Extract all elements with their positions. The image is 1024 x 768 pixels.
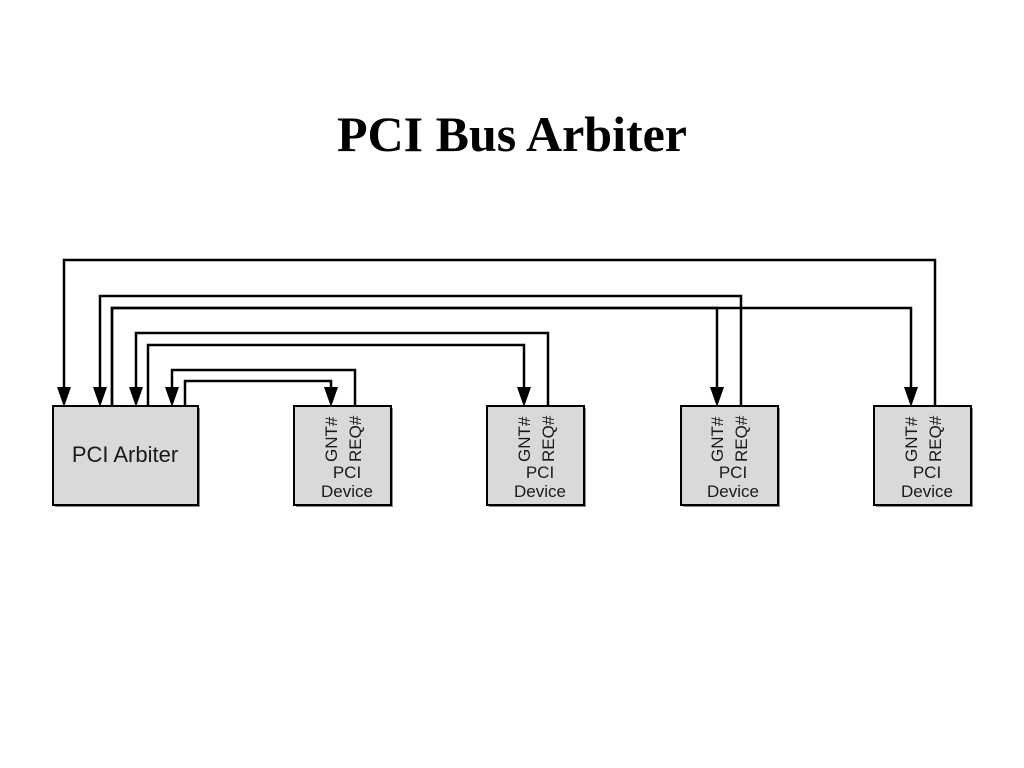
req-line-device-4 bbox=[62, 258, 937, 406]
gnt-signal-label: GNT# bbox=[322, 416, 341, 462]
arrowhead-req-device-2 bbox=[129, 387, 143, 407]
pci-arbiter-box bbox=[52, 405, 199, 506]
slide-title: PCI Bus Arbiter bbox=[337, 106, 687, 162]
pci-device-2: GNT# REQ# PCI Device bbox=[486, 405, 586, 507]
arrowhead-gnt-device-2 bbox=[517, 387, 531, 407]
pci-device-1: GNT# REQ# PCI Device bbox=[293, 405, 393, 507]
pci-arbiter-block: PCI Arbiter bbox=[52, 405, 200, 507]
pci-device-4: GNT# REQ# PCI Device bbox=[873, 405, 973, 507]
pci-device-label-line1: PCI bbox=[333, 463, 361, 482]
gnt-line-device-1 bbox=[183, 379, 333, 406]
arrowhead-req-device-4 bbox=[57, 387, 71, 407]
arrowhead-req-device-1 bbox=[165, 387, 179, 407]
req-line-device-3 bbox=[98, 294, 743, 406]
pci-device-label-line1: PCI bbox=[719, 463, 747, 482]
pci-device-label-line1: PCI bbox=[913, 463, 941, 482]
arrowhead-gnt-device-1 bbox=[324, 387, 338, 407]
req-signal-label: REQ# bbox=[926, 415, 945, 462]
pci-device-box bbox=[680, 405, 779, 506]
gnt-line-device-2 bbox=[146, 343, 526, 406]
arrowhead-gnt-device-4 bbox=[904, 387, 918, 407]
gnt-signal-label: GNT# bbox=[515, 416, 534, 462]
pci-device-box bbox=[486, 405, 585, 506]
gnt-line-device-4 bbox=[110, 306, 913, 406]
pci-device-3: GNT# REQ# PCI Device bbox=[680, 405, 780, 507]
signal-wires bbox=[62, 258, 937, 406]
gnt-signal-label: GNT# bbox=[902, 416, 921, 462]
pci-device-label-line1: PCI bbox=[526, 463, 554, 482]
arrowhead-req-device-3 bbox=[93, 387, 107, 407]
arrowheads bbox=[57, 387, 918, 407]
req-line-device-2 bbox=[134, 331, 550, 406]
pci-device-label-line2: Device bbox=[901, 482, 953, 501]
pci-device-box bbox=[873, 405, 972, 506]
gnt-line-device-3 bbox=[110, 306, 719, 406]
pci-device-label-line2: Device bbox=[514, 482, 566, 501]
pci-device-label-line2: Device bbox=[707, 482, 759, 501]
pci-device-label-line2: Device bbox=[321, 482, 373, 501]
gnt-signal-label: GNT# bbox=[708, 416, 727, 462]
req-signal-label: REQ# bbox=[346, 415, 365, 462]
pci-device-box bbox=[293, 405, 392, 506]
req-line-device-1 bbox=[170, 368, 357, 406]
arrowhead-gnt-device-3 bbox=[710, 387, 724, 407]
pci-arbiter-label: PCI Arbiter bbox=[72, 442, 178, 467]
req-signal-label: REQ# bbox=[539, 415, 558, 462]
req-signal-label: REQ# bbox=[732, 415, 751, 462]
